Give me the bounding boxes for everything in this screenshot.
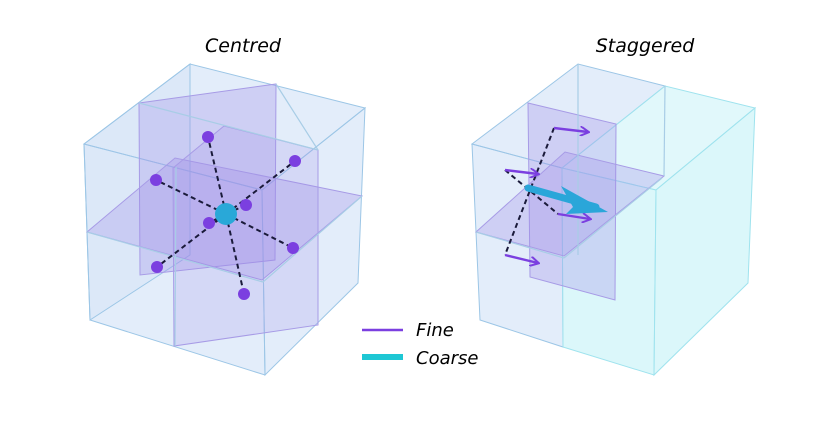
staggered-title: Staggered xyxy=(596,35,695,57)
centred-title: Centred xyxy=(205,35,282,57)
fine-point xyxy=(150,174,162,186)
fine-arrow xyxy=(557,212,590,219)
cube-side-face xyxy=(653,106,756,377)
fine-point xyxy=(202,131,214,143)
staggered-panel: Staggered xyxy=(470,35,757,377)
stencil-line xyxy=(225,213,245,295)
stencil-line xyxy=(155,179,227,215)
staggered-cube xyxy=(470,63,757,377)
fine-arrow xyxy=(504,253,538,263)
grid-line xyxy=(86,231,264,283)
stencil-line xyxy=(207,136,227,215)
fine-point xyxy=(151,261,163,273)
fine-point xyxy=(240,199,252,211)
fine-arrow xyxy=(553,128,588,132)
stencil-line xyxy=(225,160,296,215)
fine-point xyxy=(289,155,301,167)
grid-line xyxy=(174,166,177,347)
legend: Fine Coarse xyxy=(362,320,478,369)
coarse-point xyxy=(215,203,237,225)
grid-line xyxy=(663,85,666,177)
fine-point xyxy=(287,242,299,254)
fine-arrow xyxy=(504,170,538,174)
centred-panel: Centred xyxy=(82,35,367,377)
cube-back-face xyxy=(83,62,191,321)
grid-line xyxy=(475,231,565,259)
fine-point xyxy=(203,217,215,229)
coarse-arrow xyxy=(524,184,608,214)
grid-line xyxy=(563,177,663,259)
grid-line xyxy=(262,195,363,283)
fine-points xyxy=(150,131,301,300)
legend-fine-label: Fine xyxy=(416,320,454,341)
fine-arrows xyxy=(504,128,590,263)
grid-line xyxy=(275,83,319,151)
stencil-line xyxy=(156,213,227,268)
grid-line xyxy=(138,102,319,151)
legend-coarse-label: Coarse xyxy=(416,348,478,369)
stencil-line xyxy=(225,213,294,249)
cube-side-face xyxy=(261,106,366,377)
coarse-arrow-head xyxy=(561,186,608,214)
fine-point xyxy=(238,288,250,300)
